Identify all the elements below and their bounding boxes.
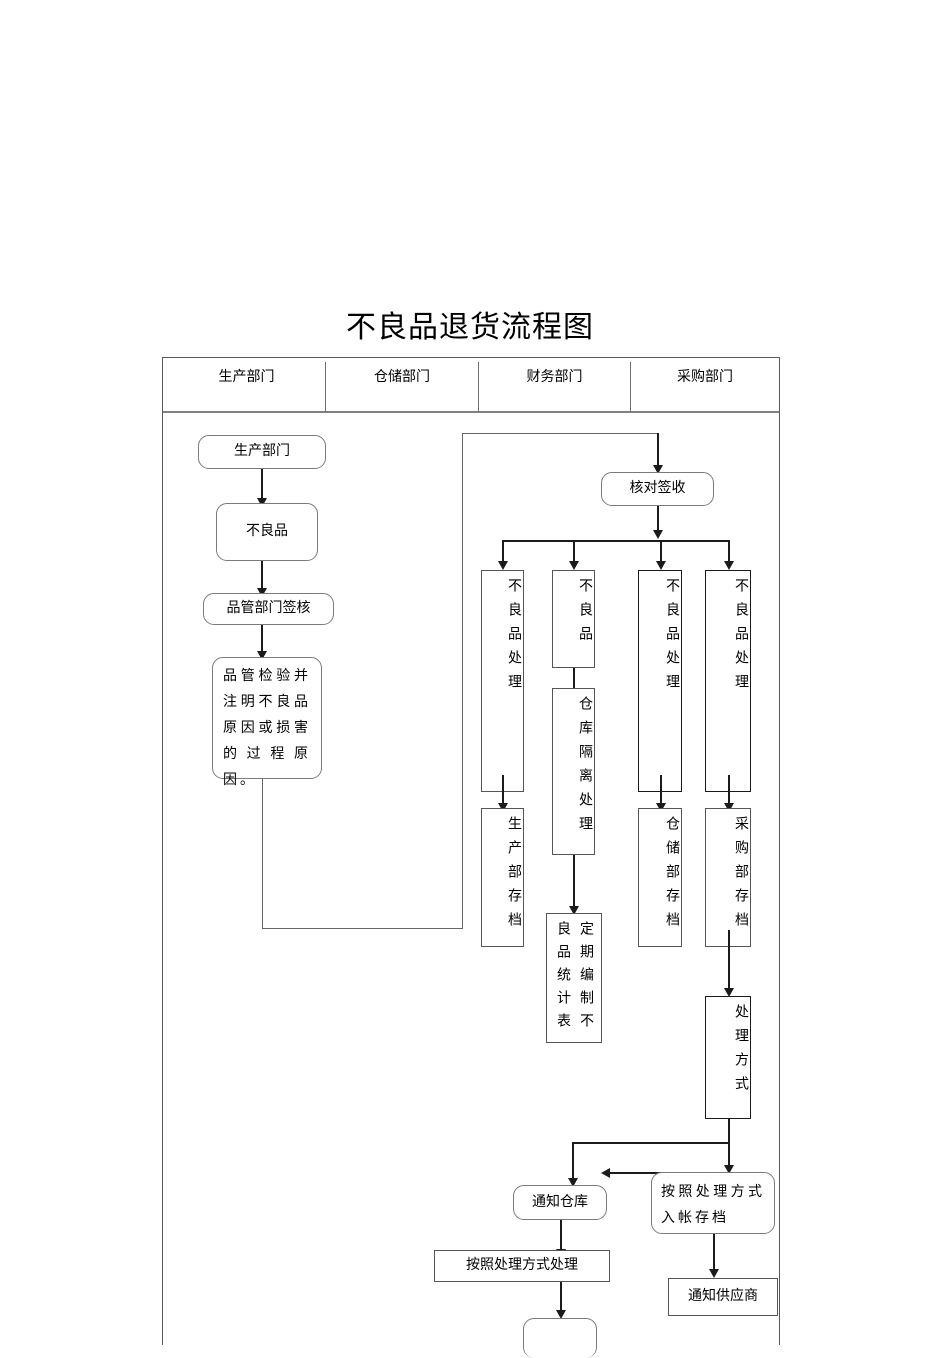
node-col4-purchasing-archive[interactable]: 采购部存档 [705,808,751,947]
feedback-line-down [262,779,264,929]
split-arrow-3 [656,561,666,570]
page-title: 不良品退货流程图 [346,311,594,344]
node-col3-warehouse-archive[interactable]: 仓储部存档 [638,808,682,947]
arrow-n1-n2 [257,498,267,507]
lane-header-finance: 财务部门 [526,370,583,385]
arrow-col1-a-b [498,803,508,812]
connector-n3-n4 [261,625,263,653]
bottom-split-bar [572,1142,730,1144]
connector-col2-b-c [573,855,575,910]
node-col2-warehouse-isolation[interactable]: 仓库隔离处理 [552,688,595,855]
node-qc-dept-signoff[interactable]: 品管部门签核 [203,593,334,625]
split-bar [502,540,728,542]
bottom-stem-right [728,1142,730,1172]
node-final-clipped[interactable] [523,1318,597,1358]
arrow-n2-n3 [257,588,267,597]
connector-n1-n2 [261,469,263,500]
header-divider-1 [325,362,326,412]
header-divider-2 [478,362,479,412]
lane-header-warehouse: 仓储部门 [374,370,430,385]
arrow-col3-a-b [656,803,666,812]
arrow-archive-to-notify-supplier [709,1269,719,1278]
connector-feedback-to-signoff [657,433,659,467]
node-col2-defective[interactable]: 不良品 [552,570,595,668]
arrow-col4-a-b [724,803,734,812]
bottom-stem-left [572,1142,574,1182]
connector-col2-a-b [573,668,575,695]
feedback-line-up [462,433,464,929]
connector-col4-a-b [728,775,730,806]
lane-header-purchasing: 采购部门 [677,370,733,385]
split-arrow-1 [498,561,508,570]
node-notify-supplier[interactable]: 通知供应商 [668,1278,778,1316]
connector-col1-a-b [502,775,504,806]
split-arrow-4 [724,561,734,570]
bottom-arrow-left [568,1178,578,1187]
split-stem-1 [502,540,504,564]
node-qc-inspection-note[interactable]: 品管检验并注明不良品原因或损害的过程原因。 [212,657,322,788]
split-stem-4 [728,540,730,564]
arrow-col4-b-c [724,988,734,997]
connector-notify-to-process [560,1220,562,1252]
header-rule [163,411,779,413]
lane-header-production: 生产部门 [218,370,275,385]
cross-link-arrow [601,1168,610,1178]
arrow-verify-to-split [653,530,663,539]
node-record-archive-per-method[interactable]: 按照处理方式入帐存档 [651,1172,775,1234]
node-notify-warehouse[interactable]: 通知仓库 [513,1185,607,1220]
node-verify-receipt[interactable]: 核对签收 [601,472,714,506]
node-col1-defect-handling[interactable]: 不良品处理 [481,570,524,792]
connector-process-to-final [560,1282,562,1314]
node-col4-defect-handling[interactable]: 不良品处理 [705,570,751,792]
connector-col4-b-c [728,930,730,992]
arrow-feedback-to-signoff [653,465,663,474]
diagram-frame [162,357,780,1345]
node-production-dept[interactable]: 生产部门 [198,435,326,469]
node-col3-defect-handling[interactable]: 不良品处理 [638,570,682,792]
split-arrow-2 [569,561,579,570]
connector-archive-to-notify-supplier [713,1234,715,1272]
split-stem-3 [660,540,662,564]
arrow-col2-b-c [569,906,579,915]
split-stem-2 [573,540,575,564]
connector-col3-a-b [660,775,662,806]
connector-method-down [728,1119,730,1143]
header-divider-3 [630,362,631,412]
arrow-n3-n4 [257,651,267,660]
arrow-process-to-final [556,1310,566,1319]
feedback-line-right [262,928,463,930]
connector-verify-to-split [657,506,659,534]
node-col1-production-archive[interactable]: 生产部存档 [481,808,524,947]
feedback-line-top [462,433,658,435]
bottom-arrow-right [724,1165,734,1174]
node-col4-handling-method[interactable]: 处理方式 [705,996,751,1119]
node-col2-defect-statistics-report[interactable]: 定期编制不良品统计表 [546,913,602,1043]
node-defective-product[interactable]: 不良品 [216,503,318,561]
node-process-per-method[interactable]: 按照处理方式处理 [434,1250,610,1282]
connector-n2-n3 [261,561,263,590]
